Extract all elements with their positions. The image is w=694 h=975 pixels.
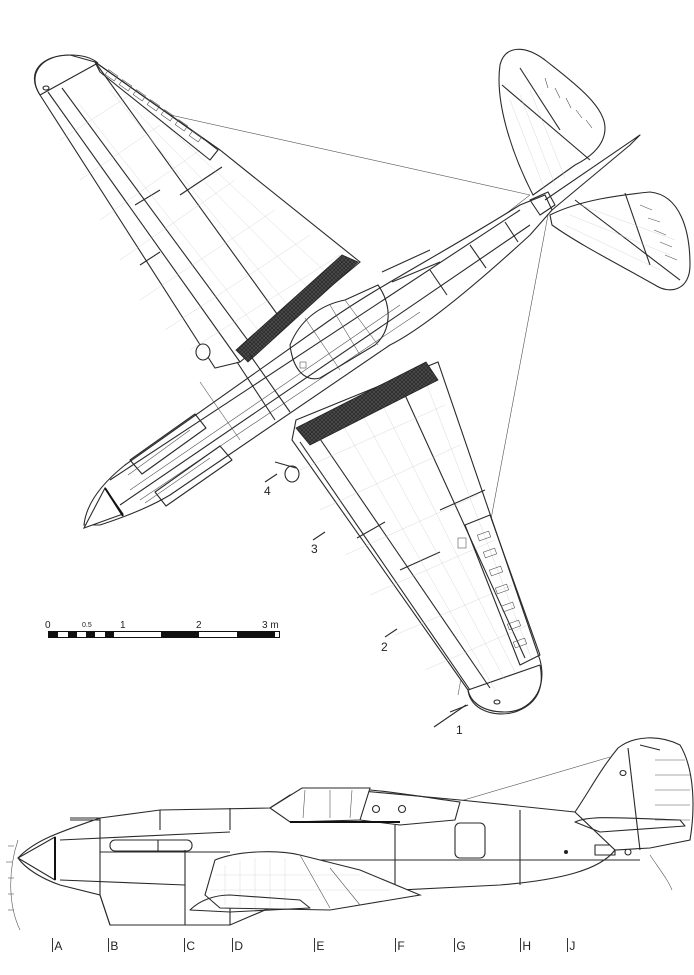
- scale-tick-3m: 3 m: [262, 620, 279, 631]
- section-marker-h: H: [520, 938, 531, 953]
- tailplanes: [498, 48, 691, 291]
- section-marker-j: J: [567, 938, 575, 953]
- plan-view: [33, 48, 691, 715]
- section-marker-b: B: [108, 938, 118, 953]
- fuselage: [82, 191, 556, 529]
- section-marker-c: C: [184, 938, 195, 953]
- callout-ticks: [264, 473, 469, 728]
- callout-4: 4: [264, 484, 271, 498]
- scale-tick-0.5: 0.5: [82, 622, 92, 629]
- scale-tick-2: 2: [196, 620, 202, 631]
- callout-2: 2: [381, 640, 388, 654]
- right-wing: [274, 361, 543, 715]
- section-marker-a: A: [52, 938, 62, 953]
- callout-1: 1: [456, 723, 463, 737]
- scale-tick-1: 1: [120, 620, 126, 631]
- scale-bar-graphic: [48, 631, 280, 638]
- side-view: [6, 737, 694, 931]
- scale-tick-0: 0: [45, 620, 51, 631]
- section-marker-d: D: [232, 938, 243, 953]
- callout-3: 3: [311, 542, 318, 556]
- left-wing: [33, 54, 361, 369]
- section-marker-e: E: [314, 938, 324, 953]
- scale-bar: 0 0.5 1 2 3 m: [45, 620, 280, 640]
- section-marker-f: F: [395, 938, 405, 953]
- section-marker-g: G: [454, 938, 466, 953]
